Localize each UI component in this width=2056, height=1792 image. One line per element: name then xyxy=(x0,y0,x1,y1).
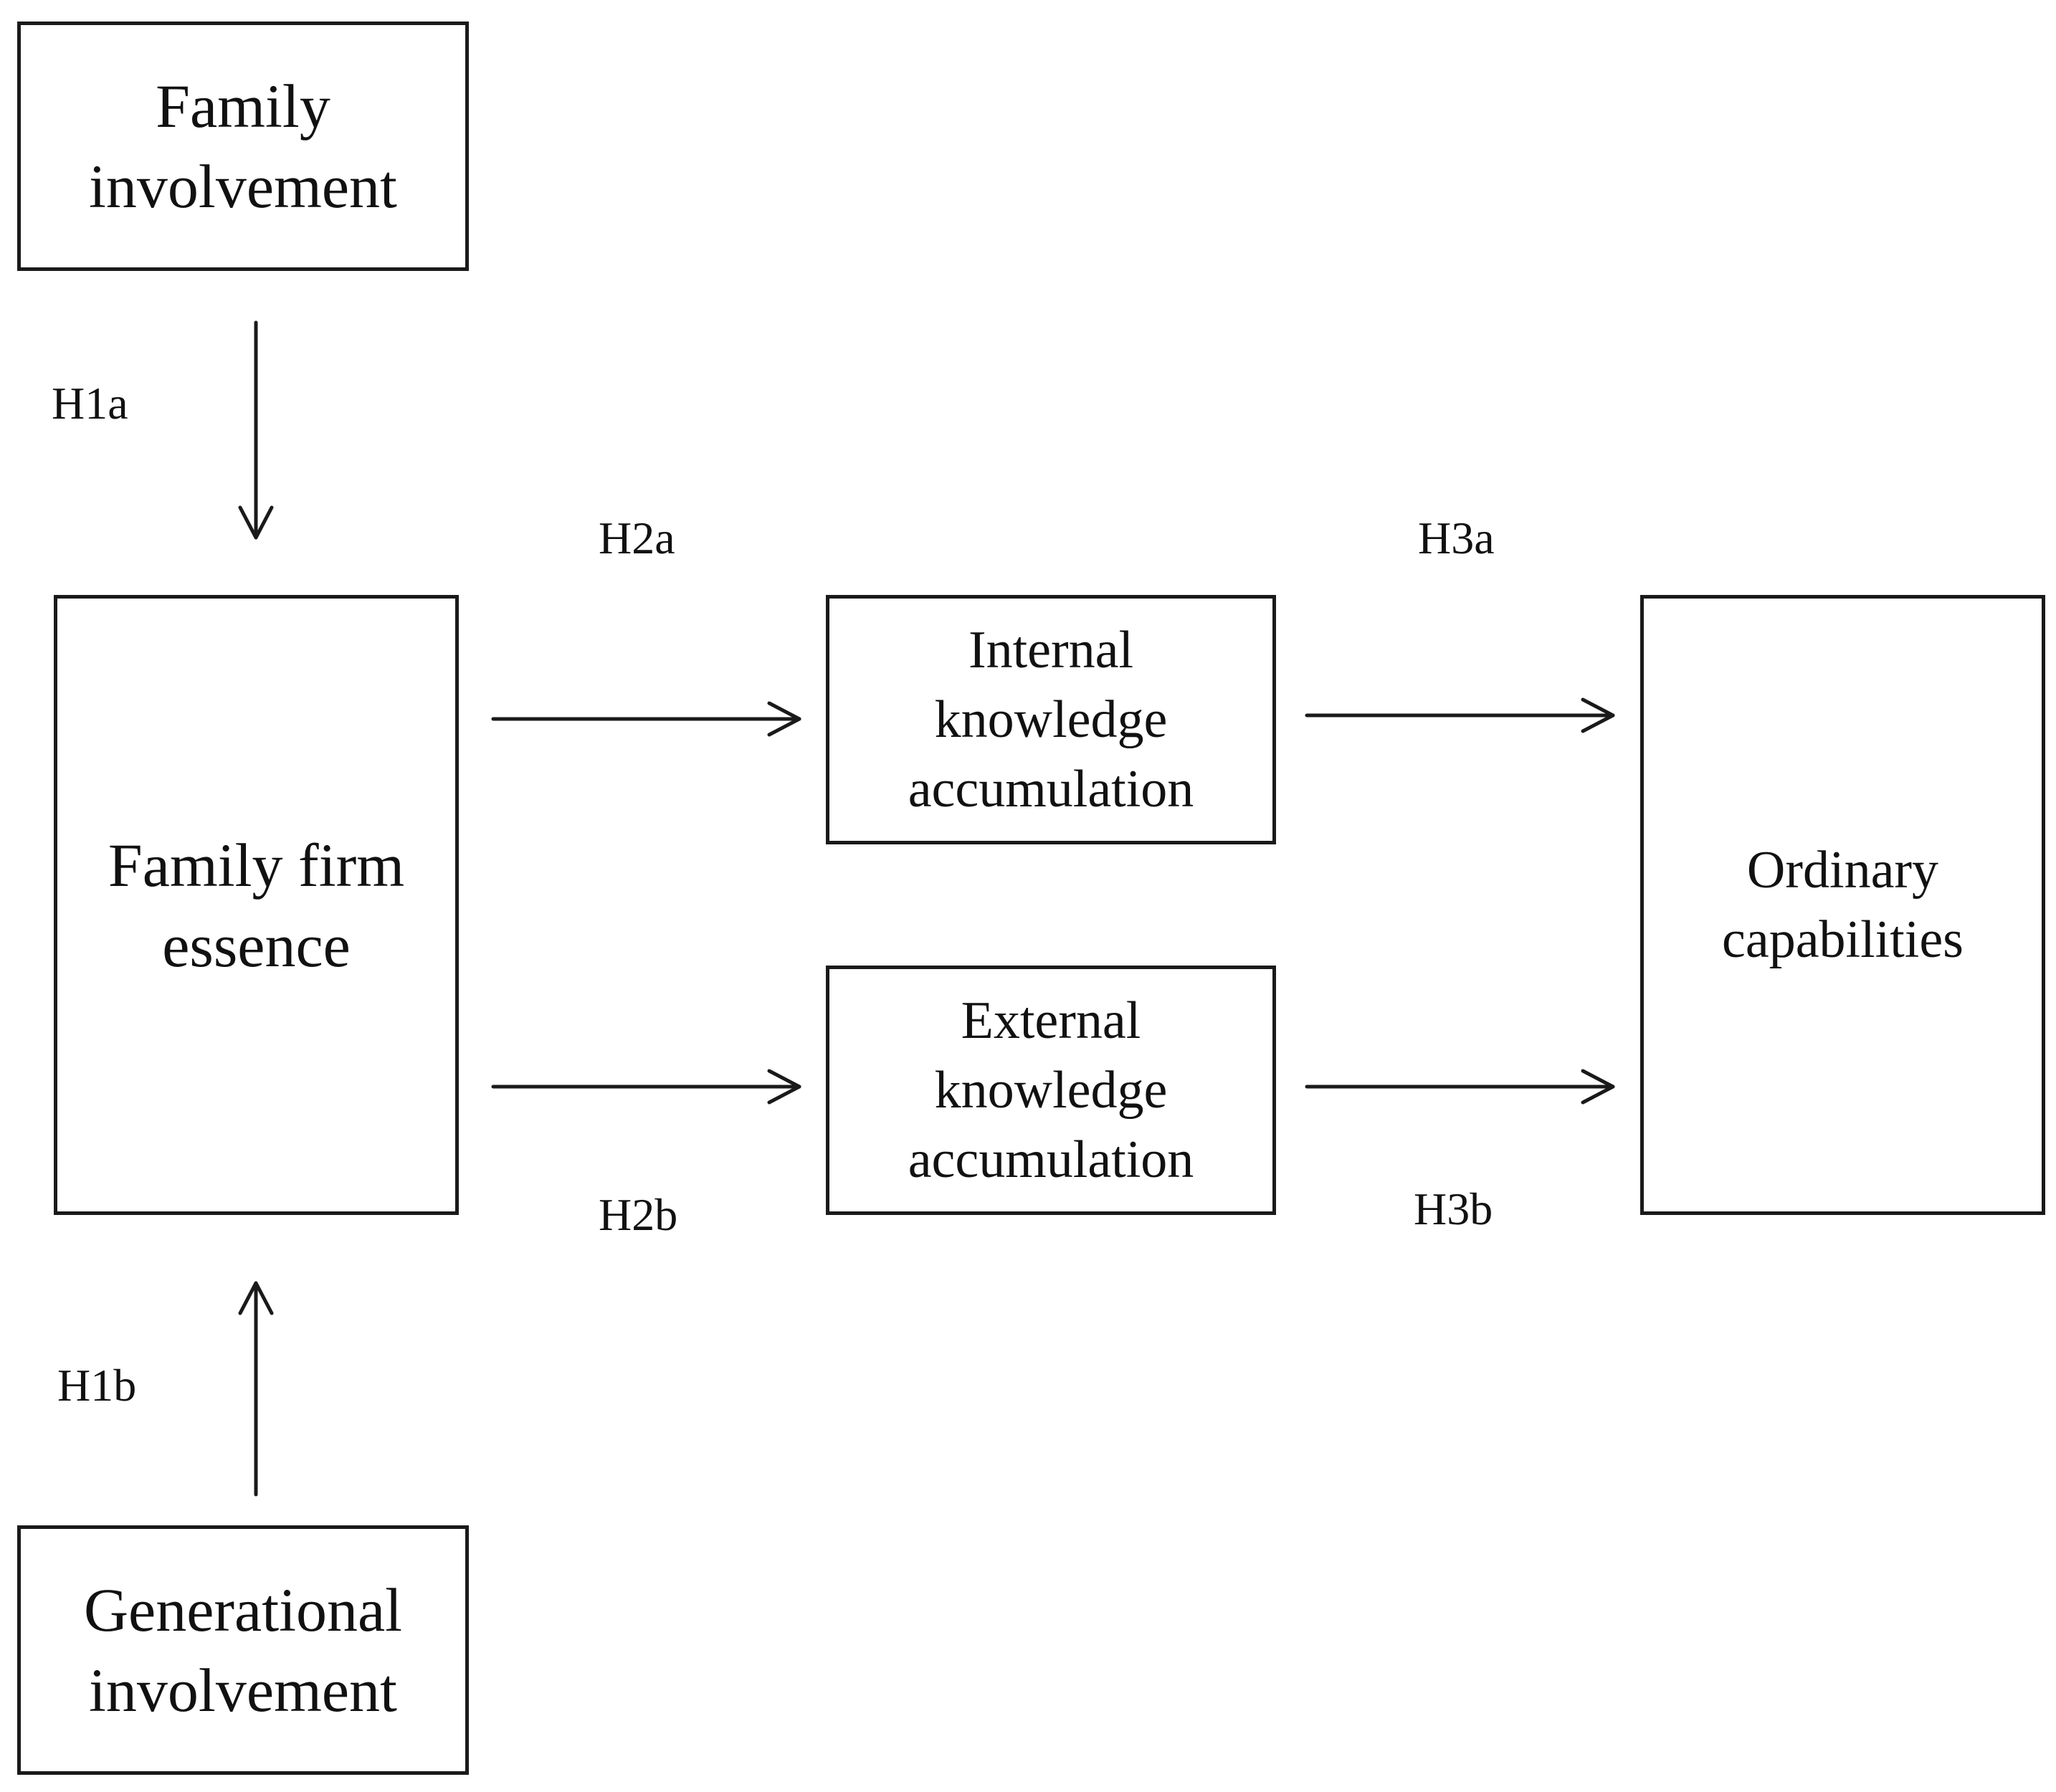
label-h2b: H2b xyxy=(599,1189,678,1240)
arrow-h3b xyxy=(1305,1069,1615,1105)
node-ordinary-capabilities-label: Ordinary capabilities xyxy=(1722,840,1964,969)
node-family-involvement-label: Family involvement xyxy=(89,72,397,221)
node-generational-involvement-label: Generational involvement xyxy=(83,1576,403,1725)
arrow-h2a xyxy=(491,701,801,737)
node-family-firm-essence: Family firm essence xyxy=(54,595,459,1215)
arrow-h2b xyxy=(491,1069,801,1105)
label-h1a: H1a xyxy=(52,378,128,429)
label-h1b: H1b xyxy=(57,1360,137,1411)
node-family-firm-essence-label: Family firm essence xyxy=(108,830,405,980)
node-ordinary-capabilities: Ordinary capabilities xyxy=(1640,595,2045,1215)
arrow-h1a xyxy=(238,320,274,540)
node-internal-knowledge-accumulation-label: Internal knowledge accumulation xyxy=(908,620,1194,819)
arrow-h1b xyxy=(238,1281,274,1497)
node-family-involvement: Family involvement xyxy=(17,22,469,271)
node-internal-knowledge-accumulation: Internal knowledge accumulation xyxy=(826,595,1276,844)
node-generational-involvement: Generational involvement xyxy=(17,1525,469,1775)
node-external-knowledge-accumulation-label: External knowledge accumulation xyxy=(908,991,1194,1189)
arrow-h3a xyxy=(1305,697,1615,733)
node-external-knowledge-accumulation: External knowledge accumulation xyxy=(826,966,1276,1215)
label-h3a: H3a xyxy=(1418,513,1495,563)
label-h2a: H2a xyxy=(599,513,675,563)
label-h3b: H3b xyxy=(1414,1183,1493,1234)
